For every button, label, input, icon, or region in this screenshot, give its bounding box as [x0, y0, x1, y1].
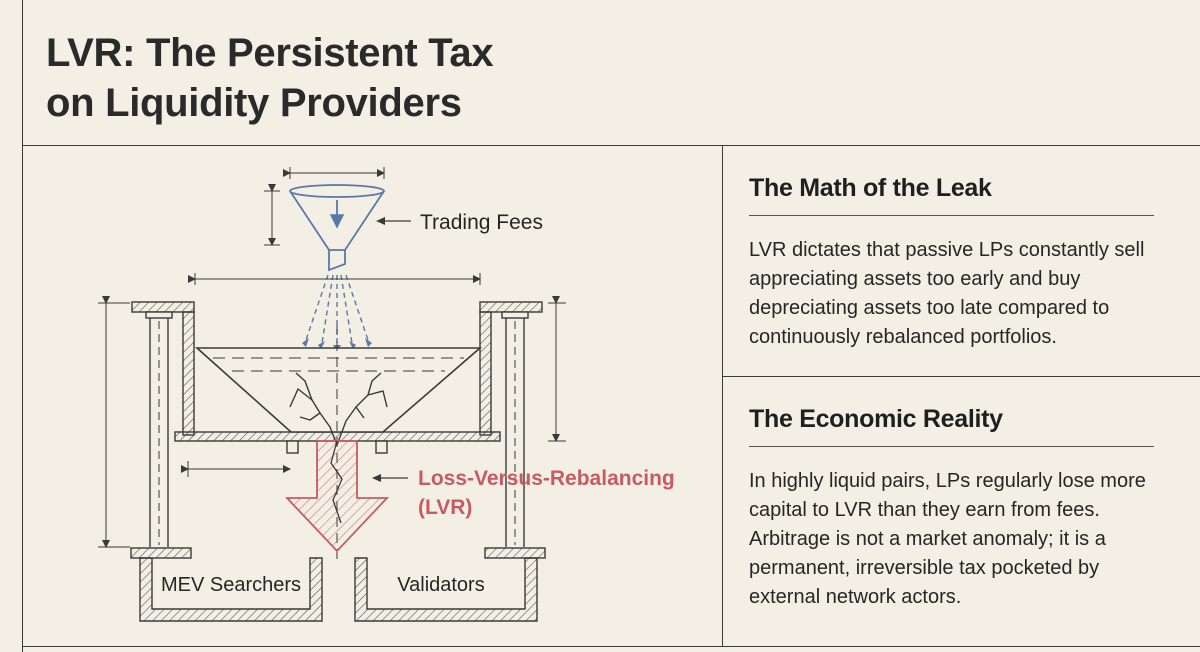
- pool-cracks: [289, 372, 388, 446]
- column-divider: [722, 145, 723, 646]
- lvr-leak-arrow: [284, 440, 390, 553]
- lvr-pointer-head: [372, 474, 381, 482]
- left-support: [131, 301, 195, 547]
- bottom-border: [22, 646, 1200, 647]
- section-divider: [722, 376, 1200, 377]
- page-frame: [22, 0, 1200, 652]
- fee-flow-lines: [305, 274, 369, 345]
- fees-pointer-head: [376, 217, 385, 225]
- lvr-label: Loss-Versus-Rebalancing: [418, 467, 675, 490]
- validators-bin: [354, 547, 546, 622]
- mev-searchers-bin: [130, 547, 323, 622]
- fees-label: Trading Fees: [420, 211, 543, 234]
- math-body: LVR dictates that passive LPs constantly…: [749, 239, 1145, 348]
- math-heading: The Math of the Leak: [749, 174, 992, 202]
- page-title: LVR: The Persistent Tax on Liquidity Pro…: [46, 28, 696, 128]
- mev-searchers-label: MEV Searchers: [161, 574, 301, 596]
- reality-heading: The Economic Reality: [749, 405, 1003, 433]
- lvr-label-abbrev: (LVR): [418, 496, 472, 519]
- math-of-the-leak-section: The Math of the Leak LVR dictates that p…: [749, 172, 1159, 352]
- math-heading-rule: [749, 215, 1154, 216]
- fee-funnel: [289, 184, 385, 272]
- title-line-2: on Liquidity Providers: [46, 81, 462, 125]
- pool-dimensions: [98, 273, 566, 548]
- title-divider: [22, 145, 1200, 146]
- fee-flow-arrows: [302, 338, 372, 352]
- lvr-diagram: Trading Fees: [0, 145, 722, 646]
- title-line-1: LVR: The Persistent Tax: [46, 31, 494, 75]
- economic-reality-section: The Economic Reality In highly liquid pa…: [749, 403, 1159, 612]
- reality-heading-rule: [749, 446, 1154, 447]
- funnel-dimensions: [264, 167, 385, 246]
- liquidity-pool: [194, 325, 483, 565]
- diagram-svg: Trading Fees: [98, 167, 675, 622]
- reality-body: In highly liquid pairs, LPs regularly lo…: [749, 470, 1146, 608]
- right-support: [479, 301, 543, 547]
- validators-label: Validators: [397, 574, 484, 596]
